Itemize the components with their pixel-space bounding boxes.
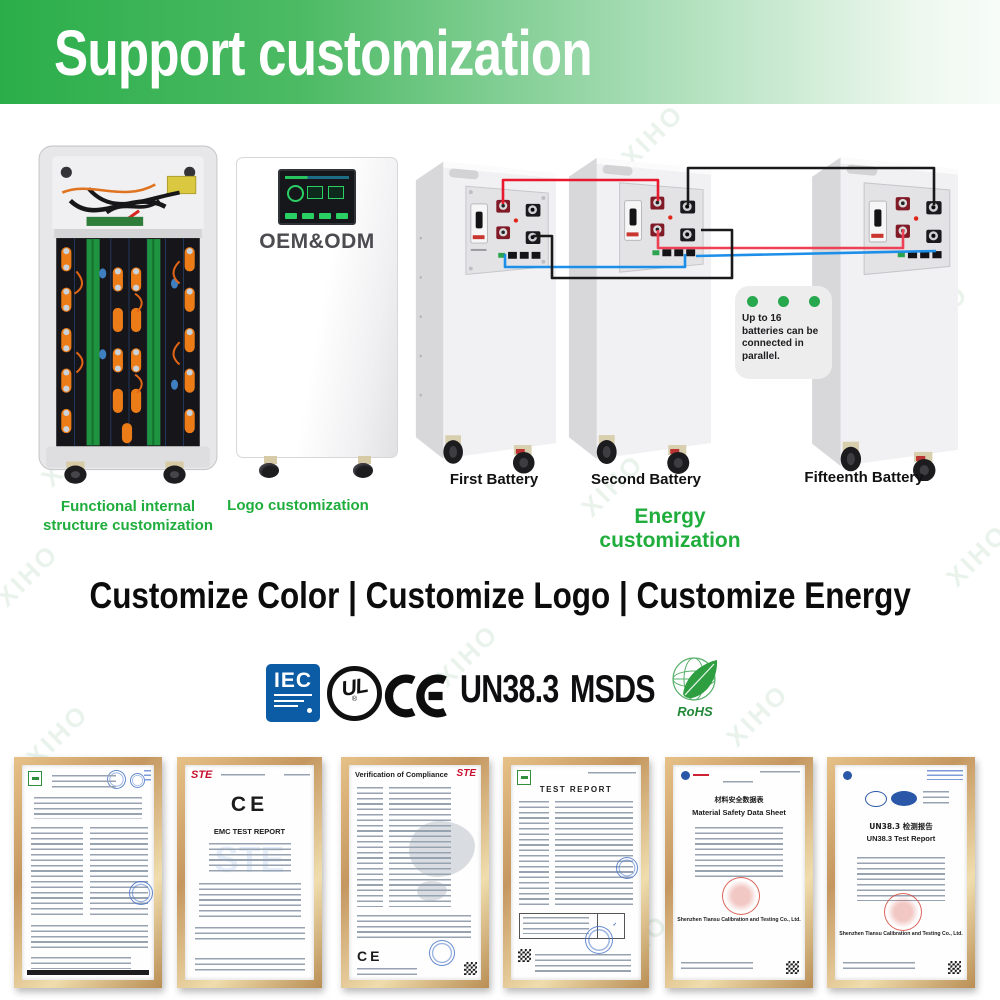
msds-mark: MSDS bbox=[570, 668, 656, 711]
cert-title-cn: 材料安全数据表 bbox=[714, 796, 764, 804]
battery-tower-second bbox=[568, 157, 712, 474]
caster-wheel bbox=[64, 461, 87, 484]
battery-label-second: Second Battery bbox=[590, 471, 702, 488]
cert-company: Shenzhen Tiansu Calibration and Testing … bbox=[677, 917, 801, 923]
blue-stamp-icon bbox=[129, 881, 153, 905]
rohs-leaf-icon bbox=[672, 657, 718, 701]
caption-line: Functional internal bbox=[60, 498, 196, 515]
cert-title-cn: UN38.3 检测报告 bbox=[869, 822, 933, 831]
caster-wheel bbox=[443, 435, 535, 474]
certificate-test-report: TEST REPORT ✓ bbox=[503, 757, 649, 988]
oem-odm-label: OEM&ODM bbox=[259, 230, 375, 253]
green-dot-icon bbox=[747, 296, 758, 307]
ce-mark-text: CE bbox=[357, 948, 383, 964]
cert-green-logo-icon bbox=[517, 770, 531, 785]
blue-stamp-icon bbox=[585, 926, 613, 954]
lab-logo-icon bbox=[843, 771, 852, 780]
oem-odm-cabinet: OEM&ODM bbox=[236, 157, 398, 478]
lcd-screen bbox=[278, 169, 356, 225]
watermark-text: XIHO bbox=[720, 677, 795, 753]
battery-cell-array bbox=[56, 238, 200, 447]
certificate-msds: 材料安全数据表 Material Safety Data Sheet Shenz… bbox=[665, 757, 813, 988]
blue-stamp-icon bbox=[616, 857, 638, 879]
note-text: Up to 16 batteries can be connected in p… bbox=[742, 313, 819, 362]
ce-mark-icon bbox=[384, 674, 447, 718]
qr-code-icon bbox=[464, 962, 477, 975]
iec-badge: IEC bbox=[266, 664, 320, 722]
blue-stamp-icon bbox=[429, 940, 455, 966]
caption-internal-structure: Functional internal structure customizat… bbox=[28, 497, 228, 535]
cert-title: Verification of Compliance bbox=[355, 770, 448, 779]
iec-label: IEC bbox=[273, 669, 312, 692]
cert-title: EMC TEST REPORT bbox=[213, 827, 286, 836]
green-dot-icon bbox=[809, 296, 820, 307]
ul-badge: UL ® bbox=[327, 666, 382, 721]
certificate-verification-of-compliance: Verification of Compliance STE CE bbox=[341, 757, 489, 988]
internal-structure-unit bbox=[38, 145, 218, 484]
cert-title: TEST REPORT bbox=[539, 785, 613, 794]
red-stamp-icon bbox=[722, 877, 760, 915]
un383-mark: UN38.3 bbox=[460, 668, 559, 711]
certificate-un383-test-report: UN38.3 检测报告 UN38.3 Test Report Shenzhen … bbox=[827, 757, 975, 988]
banner: Support customization bbox=[0, 0, 1000, 104]
headline-text: Customize Color | Customize Logo | Custo… bbox=[89, 575, 911, 616]
caption-line: structure customization bbox=[42, 517, 214, 534]
blue-stamp-icon bbox=[130, 773, 145, 788]
qr-code-icon bbox=[518, 949, 531, 962]
cert-company: Shenzhen Tiansu Calibration and Testing … bbox=[839, 931, 963, 937]
cnas-logo-icon bbox=[891, 791, 917, 806]
green-dot-icon bbox=[778, 296, 789, 307]
lab-logo-icon bbox=[681, 771, 690, 780]
rohs-badge: RoHS bbox=[663, 654, 727, 722]
banner-title: Support customization bbox=[54, 17, 593, 89]
cert-title: UN38.3 Test Report bbox=[866, 834, 936, 843]
certificate-cb-test bbox=[14, 757, 162, 988]
battery-label-fifteenth: Fifteenth Battery bbox=[804, 469, 924, 486]
caster-wheel bbox=[259, 456, 281, 478]
ilac-mra-logo-icon bbox=[865, 791, 887, 807]
parallel-note: Up to 16 batteries can be connected in p… bbox=[735, 286, 832, 379]
ste-logo: STE bbox=[191, 769, 213, 781]
iec-dot-icon bbox=[307, 708, 312, 713]
caption-energy-customization: Energy customization bbox=[599, 505, 741, 552]
battery-label-first: First Battery bbox=[449, 471, 539, 488]
red-stamp-icon bbox=[884, 893, 922, 931]
ce-mark-text: CE bbox=[230, 793, 269, 816]
caster-wheel bbox=[163, 461, 186, 484]
caption-logo-customization: Logo customization bbox=[227, 497, 369, 514]
busbars bbox=[61, 247, 195, 444]
qr-code-icon bbox=[948, 961, 961, 974]
cert-title: Material Safety Data Sheet bbox=[692, 808, 786, 817]
ste-logo: STE bbox=[456, 768, 476, 779]
headline: Customize Color | Customize Logo | Custo… bbox=[0, 575, 1000, 617]
gauge-icon bbox=[287, 185, 304, 202]
certificate-emc-test-report: STE STE CE EMC TEST REPORT bbox=[177, 757, 322, 988]
battery-tower-first bbox=[415, 161, 557, 474]
cert-footer-bar bbox=[27, 970, 149, 975]
cert-green-logo-icon bbox=[28, 771, 42, 786]
rohs-label: RoHS bbox=[677, 704, 713, 719]
caster-wheel bbox=[353, 456, 375, 478]
qr-code-icon bbox=[786, 961, 799, 974]
